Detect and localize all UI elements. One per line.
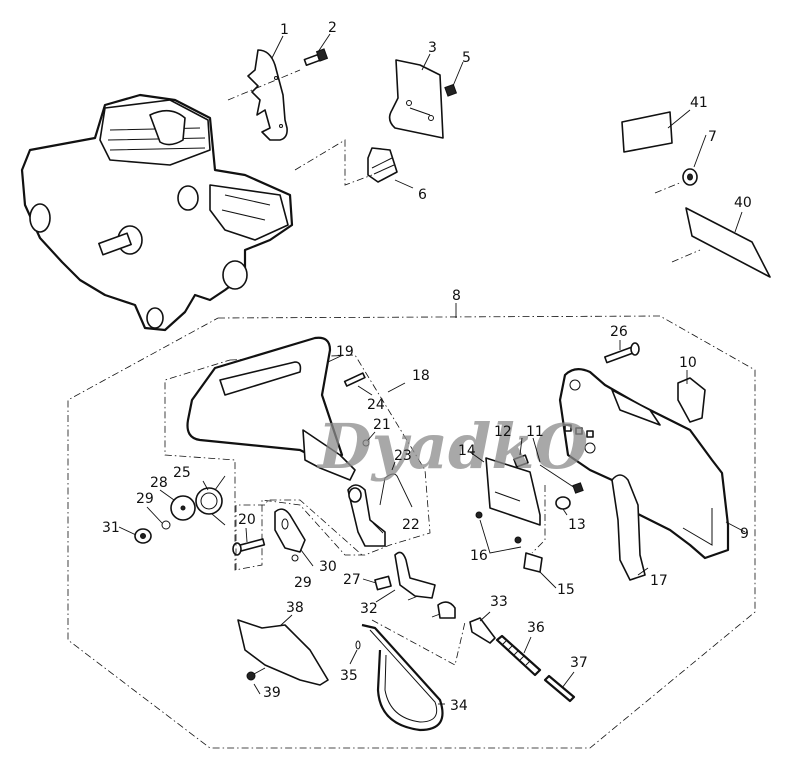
label-40: 40	[734, 195, 752, 211]
label-39: 39	[263, 685, 281, 701]
assembly-line	[531, 485, 546, 554]
label-19: 19	[336, 344, 354, 360]
part-31-washer	[134, 528, 152, 544]
label-38: 38	[286, 600, 304, 616]
label-17: 17	[650, 573, 668, 589]
part-14-slot	[494, 491, 521, 502]
part-labels: 1 2 3 5 6 7 8 9 10 11 12 13 14 15 16 17 …	[102, 20, 752, 714]
label-12: 12	[494, 424, 512, 440]
label-22: 22	[402, 517, 420, 533]
label-35: 35	[340, 668, 358, 684]
label-23: 23	[394, 448, 412, 464]
label-32: 32	[360, 601, 378, 617]
part-40-label	[685, 207, 771, 278]
part-33-lever	[469, 617, 496, 644]
part-10-block	[677, 377, 706, 423]
label-36: 36	[527, 620, 545, 636]
label-11: 11	[526, 424, 544, 440]
label-33: 33	[490, 594, 508, 610]
part-22-lever	[347, 484, 386, 547]
assembly-line	[227, 69, 301, 101]
label-30: 30	[319, 559, 337, 575]
part-7-nut	[682, 168, 698, 186]
label-16: 16	[470, 548, 488, 564]
label-2: 2	[328, 20, 337, 36]
part-19-brake-handle	[186, 336, 356, 481]
label-1: 1	[280, 22, 289, 38]
label-5: 5	[462, 50, 471, 66]
part-28-washer	[170, 495, 196, 521]
label-37: 37	[570, 655, 588, 671]
part-38-cover	[237, 619, 329, 686]
part-2-screw	[303, 48, 329, 67]
part-17-handle	[611, 474, 646, 581]
part-41-label	[621, 111, 673, 153]
leader-lines	[118, 33, 746, 705]
part-13-nut	[555, 496, 571, 510]
part-12-stud	[513, 454, 529, 468]
part-25-spring	[195, 475, 226, 526]
label-27: 27	[343, 572, 361, 588]
assembly-line	[654, 181, 683, 194]
label-20: 20	[238, 512, 256, 528]
engine-block	[20, 93, 294, 332]
label-10: 10	[679, 355, 697, 371]
label-25: 25	[173, 465, 191, 481]
part-16-screw	[514, 536, 522, 544]
part-26-bolt	[604, 342, 640, 364]
label-15: 15	[557, 582, 575, 598]
part-14-plate	[485, 457, 541, 526]
label-3: 3	[428, 40, 437, 56]
label-9: 9	[740, 526, 749, 542]
part-1-chain-catcher	[247, 49, 288, 141]
part-23-spring	[379, 473, 413, 508]
label-29-left: 29	[136, 491, 154, 507]
part-32-link	[437, 601, 456, 619]
part-39-screw	[246, 667, 266, 681]
assembly-8-boundary	[67, 315, 756, 749]
assembly-line	[371, 619, 466, 666]
part-16-screw	[475, 511, 483, 519]
label-34: 34	[450, 698, 468, 714]
brake-lever	[394, 551, 436, 599]
watermark: DyadkO	[316, 410, 588, 483]
part-29-eclip	[161, 520, 171, 530]
label-31: 31	[102, 520, 120, 536]
label-28: 28	[150, 475, 168, 491]
part-35-pin	[355, 640, 361, 650]
part-34-brake-band	[361, 623, 444, 732]
label-41: 41	[690, 95, 708, 111]
part-21-clip	[362, 439, 370, 447]
label-14: 14	[458, 443, 476, 459]
label-29-right: 29	[294, 575, 312, 591]
label-8: 8	[452, 288, 461, 304]
part-36-spring	[495, 634, 542, 677]
label-26: 26	[610, 324, 628, 340]
assembly-line	[671, 249, 701, 263]
part-29-eclip	[291, 554, 299, 562]
label-21: 21	[373, 417, 391, 433]
assembly-line	[294, 139, 373, 186]
part-11-bolt	[539, 464, 576, 489]
label-7: 7	[708, 129, 717, 145]
assembly-18-boundary	[164, 354, 431, 571]
label-18: 18	[412, 368, 430, 384]
part-27-bushing	[374, 575, 392, 591]
sub-boundary	[235, 499, 363, 570]
label-13: 13	[568, 517, 586, 533]
part-15-pad	[523, 552, 543, 573]
part-30-plate	[274, 508, 306, 553]
label-6: 6	[418, 187, 427, 203]
part-5-nut	[444, 83, 458, 97]
part-37-spring	[543, 674, 576, 703]
part-3-plate	[388, 59, 444, 139]
part-6-block	[367, 147, 398, 183]
part-20-pin	[232, 538, 266, 556]
label-24: 24	[367, 397, 385, 413]
part-24-pin	[343, 372, 366, 387]
